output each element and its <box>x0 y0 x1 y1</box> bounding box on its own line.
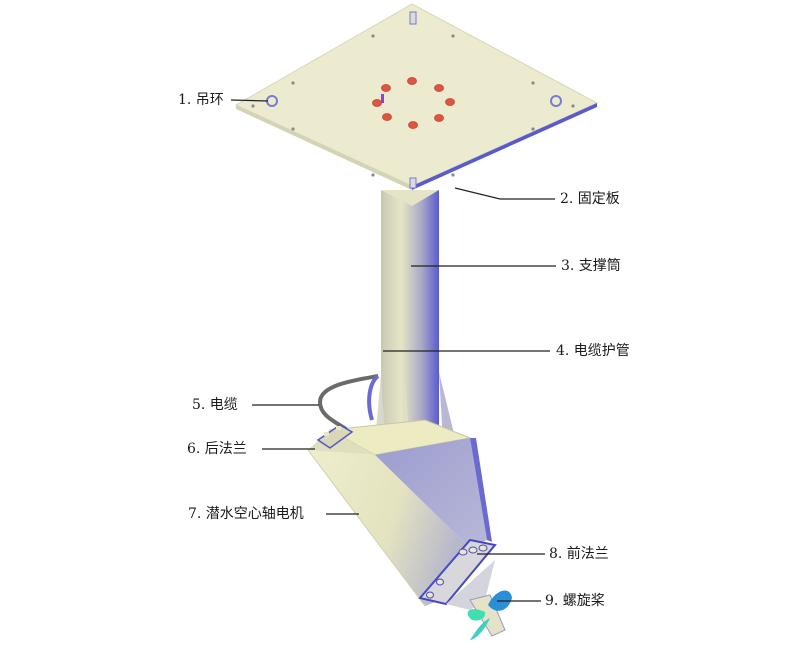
label-lifting-ring: 1. 吊环 <box>178 92 224 108</box>
label-propeller: 9. 螺旋桨 <box>545 593 605 609</box>
label-support-tube: 3. 支撑筒 <box>561 258 621 274</box>
support-tube <box>381 190 439 445</box>
label-motor: 7. 潜水空心轴电机 <box>188 506 304 522</box>
lifting-ring-right <box>550 95 562 107</box>
fixed-plate <box>234 3 599 190</box>
motor-housing <box>307 419 492 607</box>
front-flange <box>418 538 497 606</box>
label-cable-conduit: 4. 电缆护管 <box>556 343 630 359</box>
label-fixed-plate: 2. 固定板 <box>560 191 620 207</box>
label-cable: 5. 电缆 <box>192 397 238 413</box>
label-rear-flange: 6. 后法兰 <box>187 441 247 457</box>
rear-flange <box>316 424 354 449</box>
leader-lines <box>230 99 556 602</box>
label-front-flange: 8. 前法兰 <box>549 546 609 562</box>
